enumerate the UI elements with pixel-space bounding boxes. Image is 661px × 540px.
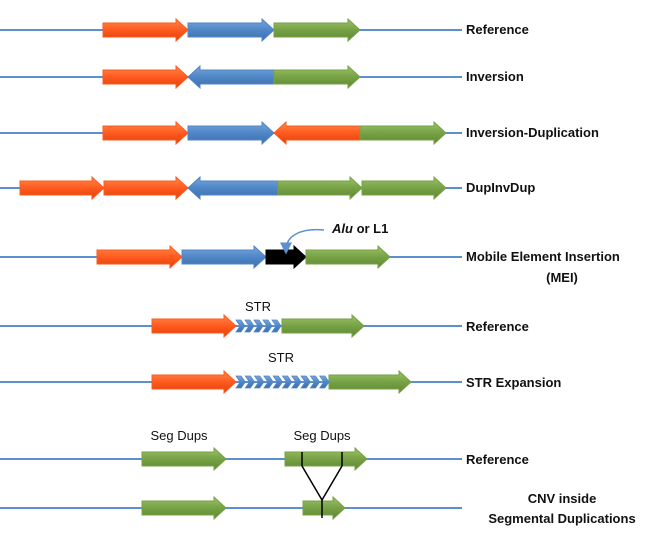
green-segment-arrow — [273, 17, 361, 43]
str-repeat-unit — [291, 375, 302, 389]
str-repeat-unit — [318, 375, 330, 389]
segdup-annotation-right: Seg Dups — [293, 428, 351, 443]
str-repeat-unit — [300, 375, 311, 389]
row-label: Reference — [466, 452, 529, 467]
row-mei: Alu or L1 Mobile Element Insertion (MEI) — [0, 221, 620, 285]
green-segment-arrow — [359, 120, 447, 146]
orange-segment-arrow — [103, 175, 189, 201]
row-str-expansion: STR STR Expansion — [0, 350, 561, 395]
orange-segment-arrow — [102, 17, 189, 43]
blue-segment-arrow — [187, 120, 275, 146]
str-repeat-unit — [253, 319, 264, 333]
row-reference-str: STR Reference — [0, 299, 529, 339]
row-dupinvdup: DupInvDup — [0, 175, 535, 201]
str-repeat-unit — [309, 375, 321, 389]
row-cnv-segdups: CNV inside Segmental Duplications — [0, 452, 636, 526]
row-reference-1: Reference — [0, 17, 529, 43]
insertion-pointer-arrow — [280, 228, 325, 255]
row-inversion: Inversion — [0, 64, 524, 90]
str-repeat-unit — [281, 375, 293, 389]
orange-segment-arrow — [102, 120, 189, 146]
green-segment-arrow — [328, 369, 412, 395]
green-segment-arrow — [141, 495, 227, 521]
row-inversion-duplication: Inversion-Duplication — [0, 120, 599, 146]
green-segment-arrow — [305, 244, 391, 270]
blue-segment-arrow — [187, 175, 279, 201]
green-segment-arrow — [281, 313, 365, 339]
mei-annotation: Alu or L1 — [331, 221, 388, 236]
orange-segment-arrow — [273, 120, 361, 146]
row-label: Reference — [466, 22, 529, 37]
row-label: STR Expansion — [466, 375, 561, 390]
str-annotation: STR — [245, 299, 271, 314]
mobile-element-arrow — [265, 244, 307, 270]
str-repeat-unit — [235, 319, 246, 333]
row-label: DupInvDup — [466, 180, 535, 195]
blue-segment-arrow — [181, 244, 267, 270]
green-segment-arrow — [273, 64, 361, 90]
row-label: Inversion — [466, 69, 524, 84]
row-label-line2: Segmental Duplications — [488, 511, 635, 526]
str-repeat-unit — [262, 319, 273, 333]
green-segment-arrow — [141, 446, 227, 472]
orange-segment-arrow — [19, 175, 105, 201]
str-annotation: STR — [268, 350, 294, 365]
green-segment-arrow — [284, 446, 368, 472]
row-reference-segdups: Seg Dups Seg Dups Reference — [0, 428, 529, 472]
row-label-line2: (MEI) — [546, 270, 578, 285]
segdup-annotation-left: Seg Dups — [150, 428, 208, 443]
row-label: Reference — [466, 319, 529, 334]
orange-segment-arrow — [151, 313, 237, 339]
str-repeat-unit — [272, 375, 283, 389]
orange-segment-arrow — [151, 369, 237, 395]
green-segment-arrow — [361, 175, 447, 201]
green-segment-arrow — [302, 495, 346, 521]
str-repeat-unit — [263, 375, 274, 389]
orange-segment-arrow — [96, 244, 183, 270]
str-repeat-unit — [253, 375, 265, 389]
row-label: Mobile Element Insertion — [466, 249, 620, 264]
blue-segment-arrow — [187, 17, 275, 43]
row-label: CNV inside — [528, 491, 597, 506]
deletion-marker — [301, 452, 343, 518]
str-repeat-unit — [235, 375, 246, 389]
row-label: Inversion-Duplication — [466, 125, 599, 140]
orange-segment-arrow — [102, 64, 189, 90]
green-segment-arrow — [277, 175, 363, 201]
str-repeat-unit — [244, 319, 255, 333]
str-repeat-unit — [271, 319, 282, 333]
blue-segment-arrow — [187, 64, 275, 90]
str-repeat-unit — [244, 375, 256, 389]
